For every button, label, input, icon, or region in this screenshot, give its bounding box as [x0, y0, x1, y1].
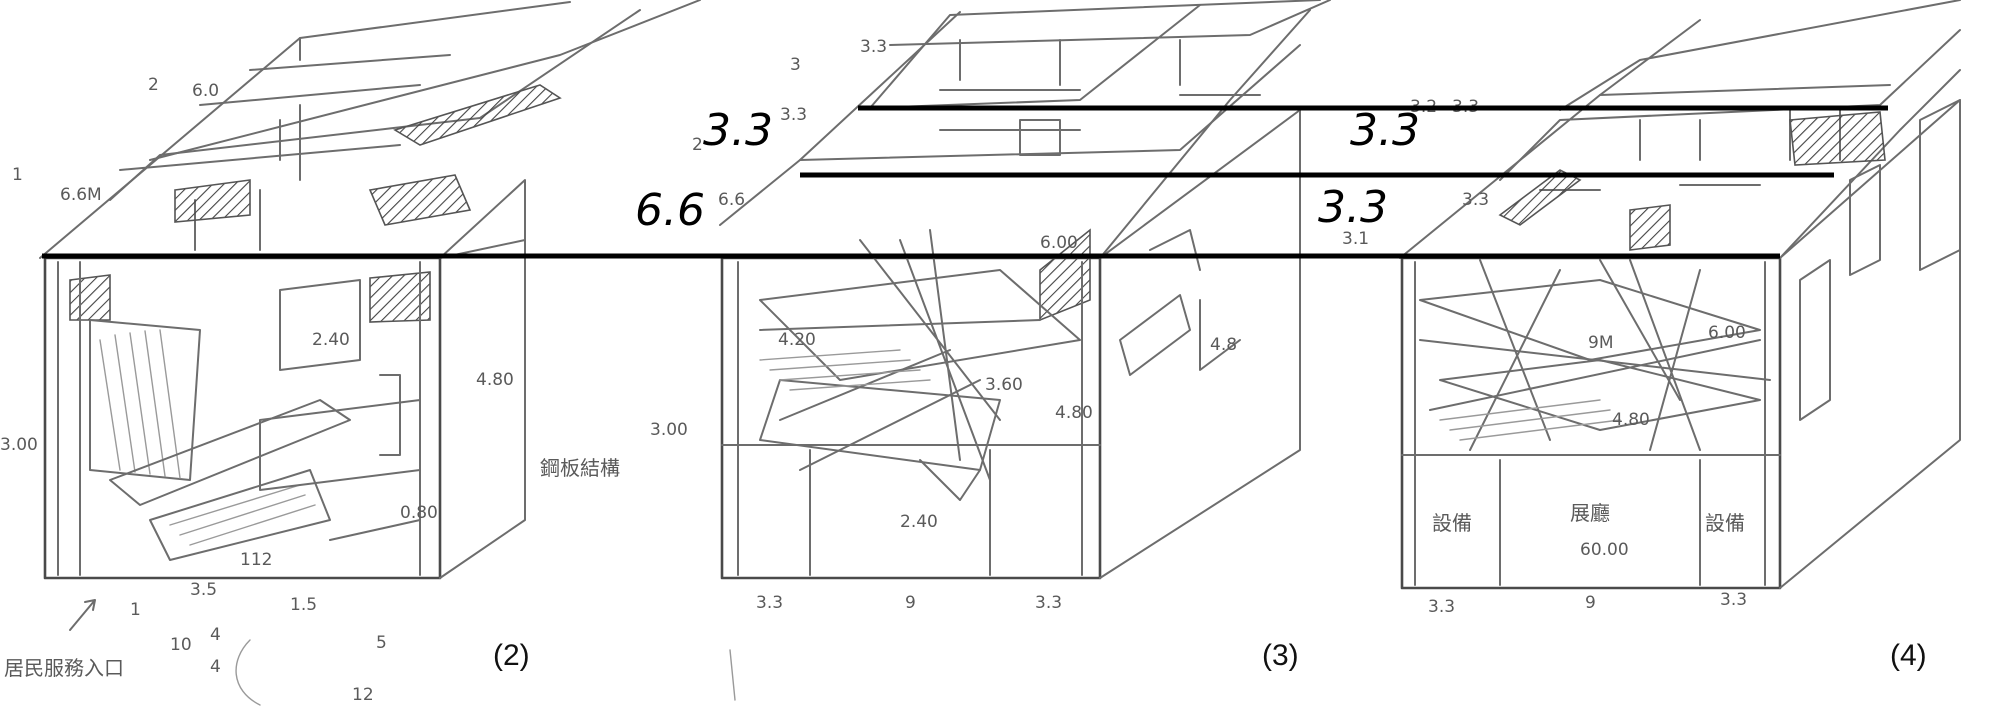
- p4-room-left: 設備: [1432, 511, 1472, 535]
- p2-note-structure: 鋼板結構: [540, 456, 620, 480]
- level-label-top-right: 3.3: [1350, 105, 1420, 156]
- p4-dim-9m: 9M: [1588, 333, 1613, 353]
- p3-dim-300: 3.00: [650, 420, 688, 440]
- p4-bottom-1: 3.3: [1428, 597, 1455, 617]
- p2-dim-5: 5: [376, 633, 387, 653]
- p3-level-2-label: 2: [692, 135, 703, 155]
- p2-dim-300: 3.00: [0, 435, 38, 455]
- p2-dim-480: 4.80: [476, 370, 514, 390]
- panel-3-label: (3): [1262, 639, 1299, 672]
- p3-bottom-2: 9: [905, 593, 916, 613]
- p3-level-2-height: 3.3: [780, 105, 807, 125]
- p4-dim-6000: 60.00: [1580, 540, 1629, 560]
- p2-note-entrance: 居民服務入口: [4, 656, 124, 680]
- p3-bottom-1: 3.3: [756, 593, 783, 613]
- p4-dim-600: 6.00: [1708, 323, 1746, 343]
- p3-dim-360: 3.60: [985, 375, 1023, 395]
- p3-level-1-height: 6.6: [718, 190, 745, 210]
- p4-bottom-3: 3.3: [1720, 590, 1747, 610]
- p2-level-1-label: 1: [12, 165, 23, 185]
- p2-dim-12: 12: [352, 685, 374, 705]
- p3-dim-480: 4.80: [1055, 403, 1093, 423]
- p3-level-3-label: 3: [790, 55, 801, 75]
- p3-dim-420: 4.20: [778, 330, 816, 350]
- p2-dim-15: 1.5: [290, 595, 317, 615]
- panel-4-label: (4): [1890, 639, 1927, 672]
- p4-level-1-label: 3.1: [1342, 229, 1369, 249]
- p2-dim-080: 0.80: [400, 503, 438, 523]
- p4-room-right: 設備: [1705, 511, 1745, 535]
- level-label-mid-left: 6.6: [635, 185, 705, 236]
- p3-dim-48: 4.8: [1210, 335, 1237, 355]
- p4-dim-480: 4.80: [1612, 410, 1650, 430]
- p2-dim-1: 1: [130, 600, 141, 620]
- p3-bottom-3: 3.3: [1035, 593, 1062, 613]
- p3-dim-600: 6.00: [1040, 233, 1078, 253]
- p3-level-3-height: 3.3: [860, 37, 887, 57]
- level-label-mid-right: 3.3: [1318, 182, 1388, 233]
- p2-dim-4a: 4: [210, 625, 221, 645]
- p2-dim-35: 3.5: [190, 580, 217, 600]
- p3-dim-240: 2.40: [900, 512, 938, 532]
- panel-3-sketch: [719, 0, 1331, 701]
- level-label-top-left: 3.3: [703, 105, 773, 156]
- p2-dim-4b: 4: [210, 657, 221, 677]
- p2-level-2-height: 6.0: [192, 81, 219, 101]
- p4-level-2-height: 3.3: [1462, 190, 1489, 210]
- panel-4-sketch: [1399, 0, 1961, 590]
- p2-level-2-label: 2: [148, 75, 159, 95]
- p2-dim-240: 2.40: [312, 330, 350, 350]
- panel-2-label: (2): [493, 639, 530, 672]
- p2-level-1-height: 6.6M: [60, 185, 102, 205]
- p2-dim-112: 112: [240, 550, 272, 570]
- p2-dim-10: 10: [170, 635, 192, 655]
- p4-room-center: 展廳: [1570, 501, 1610, 525]
- p4-bottom-2: 9: [1585, 593, 1596, 613]
